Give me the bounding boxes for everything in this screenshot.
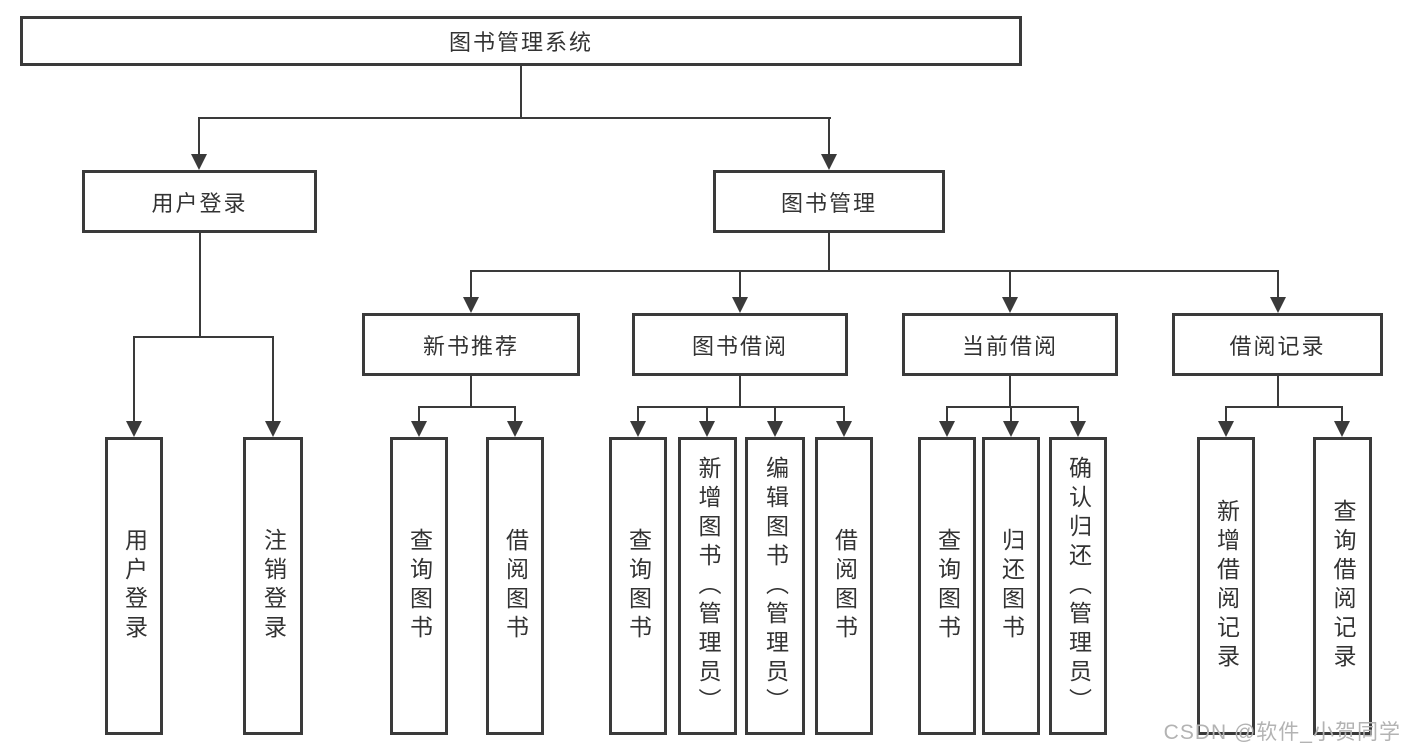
connector-line <box>637 406 845 408</box>
connector-line <box>272 336 274 424</box>
connector-line <box>133 336 135 424</box>
connector-line <box>828 117 830 157</box>
arrow-down-icon <box>1270 297 1286 313</box>
node-borrowing-records: 借阅记录 <box>1172 313 1383 376</box>
connector-line <box>739 376 741 407</box>
node-label: 查询借阅记录 <box>1330 499 1356 673</box>
connector-line <box>470 376 472 407</box>
node-label: 查询图书 <box>406 528 433 644</box>
connector-line <box>706 406 708 424</box>
node-label: 借阅图书 <box>831 528 858 644</box>
node-label: 注销登录 <box>260 528 287 644</box>
arrow-down-icon <box>1218 421 1234 437</box>
arrow-down-icon <box>1003 421 1019 437</box>
connector-line <box>133 336 274 338</box>
arrow-down-icon <box>507 421 523 437</box>
leaf-add-borrow-record: 新增借阅记录 <box>1197 437 1255 735</box>
connector-line <box>637 406 639 424</box>
node-current-borrowing: 当前借阅 <box>902 313 1118 376</box>
leaf-return-books: 归还图书 <box>982 437 1040 735</box>
node-new-book-recommendation: 新书推荐 <box>362 313 580 376</box>
leaf-query-borrow-record: 查询借阅记录 <box>1313 437 1372 735</box>
connector-line <box>1225 406 1227 424</box>
node-label: 查询图书 <box>934 528 961 644</box>
arrow-down-icon <box>265 421 281 437</box>
arrow-down-icon <box>1334 421 1350 437</box>
leaf-edit-books-admin: 编辑图书（管理员） <box>745 437 805 735</box>
node-label: 用户登录 <box>151 190 248 216</box>
arrow-down-icon <box>126 421 142 437</box>
connector-line <box>1010 406 1012 424</box>
connector-line <box>1341 406 1343 424</box>
connector-line <box>418 406 420 424</box>
arrow-down-icon <box>767 421 783 437</box>
arrow-down-icon <box>732 297 748 313</box>
node-book-management: 图书管理 <box>713 170 945 233</box>
connector-line <box>470 270 472 300</box>
node-label: 归还图书 <box>998 528 1025 644</box>
connector-line <box>828 233 830 272</box>
node-user-login: 用户登录 <box>82 170 317 233</box>
node-label: 图书管理系统 <box>448 30 593 55</box>
node-root-library-system: 图书管理系统 <box>20 16 1022 66</box>
connector-line <box>199 233 201 338</box>
arrow-down-icon <box>411 421 427 437</box>
leaf-logout: 注销登录 <box>243 437 303 735</box>
arrow-down-icon <box>699 421 715 437</box>
leaf-add-books-admin: 新增图书（管理员） <box>678 437 737 735</box>
node-label: 用户登录 <box>121 528 148 644</box>
connector-line <box>946 406 1079 408</box>
node-label: 查询图书 <box>625 528 652 644</box>
connector-line <box>739 270 741 300</box>
node-label: 借阅记录 <box>1229 333 1326 359</box>
leaf-borrow-books-recommend: 借阅图书 <box>486 437 544 735</box>
arrow-down-icon <box>463 297 479 313</box>
connector-line <box>946 406 948 424</box>
node-label: 新增借阅记录 <box>1213 499 1240 673</box>
connector-line <box>199 117 831 119</box>
arrow-down-icon <box>939 421 955 437</box>
leaf-query-books-current: 查询图书 <box>918 437 976 735</box>
connector-line <box>774 406 776 424</box>
connector-line <box>1277 270 1279 300</box>
connector-line <box>470 270 1279 272</box>
node-label: 确认归还（管理员） <box>1065 455 1092 717</box>
connector-line <box>1077 406 1079 424</box>
node-label: 图书管理 <box>780 190 877 216</box>
leaf-confirm-return-admin: 确认归还（管理员） <box>1049 437 1107 735</box>
node-label: 当前借阅 <box>961 333 1058 359</box>
node-label: 编辑图书（管理员） <box>762 455 789 717</box>
connector-line <box>514 406 516 424</box>
arrow-down-icon <box>630 421 646 437</box>
node-label: 图书借阅 <box>691 333 788 359</box>
leaf-user-login: 用户登录 <box>105 437 163 735</box>
connector-line <box>843 406 845 424</box>
connector-line <box>198 117 200 157</box>
arrow-down-icon <box>191 154 207 170</box>
arrow-down-icon <box>1002 297 1018 313</box>
arrow-down-icon <box>1070 421 1086 437</box>
csdn-watermark: CSDN @软件_小贺同学 <box>1163 721 1401 744</box>
node-book-borrowing: 图书借阅 <box>632 313 848 376</box>
connector-line <box>1277 376 1279 407</box>
connector-line <box>1009 270 1011 300</box>
node-label: 借阅图书 <box>502 528 529 644</box>
arrow-down-icon <box>821 154 837 170</box>
leaf-query-books-recommend: 查询图书 <box>390 437 448 735</box>
leaf-query-books-borrowing: 查询图书 <box>609 437 667 735</box>
node-label: 新书推荐 <box>422 333 519 359</box>
connector-line <box>520 66 522 118</box>
connector-line <box>1009 376 1011 407</box>
connector-line <box>418 406 516 408</box>
arrow-down-icon <box>836 421 852 437</box>
leaf-borrow-books-borrowing: 借阅图书 <box>815 437 873 735</box>
node-label: 新增图书（管理员） <box>695 455 721 717</box>
connector-line <box>1225 406 1343 408</box>
